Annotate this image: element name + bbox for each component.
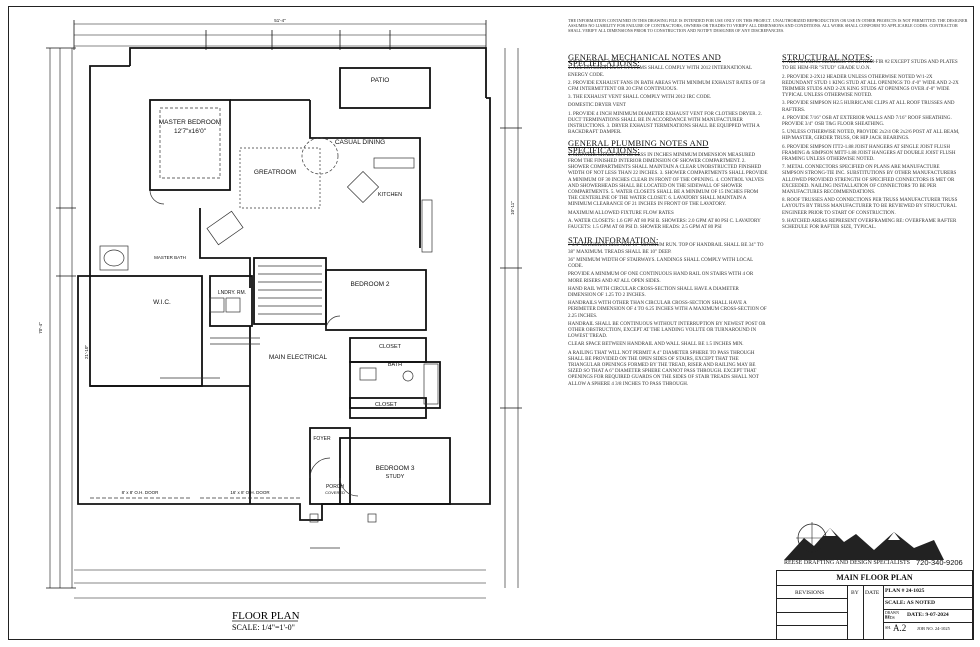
stair-note-7: CLEAR SPACE BETWEEN HANDRAIL AND WALL SH… bbox=[568, 342, 744, 348]
plan-scale: SCALE: 1/4"=1'-0" bbox=[232, 623, 295, 632]
stair-note-2: 36" MINIMUM WIDTH OF STAIRWAYS. LANDINGS… bbox=[568, 257, 753, 270]
label-master-bedroom: MASTER BEDROOM bbox=[159, 119, 221, 126]
label-master-bedroom-size: 12'7"x16'0" bbox=[174, 128, 207, 135]
struct-note-6: 6. PROVIDE SIMPSON ITT2-1.88 JOIST HANGE… bbox=[782, 144, 956, 163]
stair-info-title: STAIR INFORMATION: bbox=[568, 235, 659, 246]
dryer-vent-text: 1. PROVIDE 4 INCH MINIMUM DIAMETER EXHAU… bbox=[568, 111, 762, 136]
company-phone: 720-340-9206 bbox=[916, 558, 963, 567]
struct-note-8: 8. ROOF TRUSSES AND CONNECTIONS PER TRUS… bbox=[782, 198, 958, 216]
struct-note-1: 1. ALL FRAMING MEMBERS TO BE HEM-FIR #2 … bbox=[782, 60, 958, 72]
plan-info: PLAN # 24-1025 SCALE: AS NOTED DRAWN BY:… bbox=[883, 585, 972, 639]
notes-right-column: STRUCTURAL NOTES: 1. ALL FRAMING MEMBERS… bbox=[782, 52, 962, 233]
label-garage-door-left: 8' x 8' O.H. DOOR bbox=[122, 490, 159, 495]
sheet-number: A.2 bbox=[893, 623, 907, 633]
scale-note: SCALE: AS NOTED bbox=[885, 600, 936, 606]
struct-note-4: 4. PROVIDE 7/16" OSB AT EXTERIOR WALLS A… bbox=[782, 115, 952, 128]
label-porch: PORCH bbox=[326, 484, 344, 490]
dim-top-total: 51'-4" bbox=[274, 18, 286, 23]
mech-notes-title: GENERAL MECHANICAL NOTES AND SPECIFICATI… bbox=[568, 52, 722, 69]
title-table: MAIN FLOOR PLAN REVISIONS BY DATE PLAN #… bbox=[776, 570, 973, 640]
sheet-label: SH. bbox=[885, 625, 892, 630]
plan-number: PLAN # 24-1025 bbox=[885, 588, 925, 594]
label-laundry: LNDRY. RM. bbox=[218, 290, 246, 296]
mech-note-2: 2. PROVIDE EXHAUST FANS IN BATH AREAS WI… bbox=[568, 80, 766, 93]
flow-rates-text: A. WATER CLOSETS: 1.6 GPF AT 80 PSI B. S… bbox=[568, 218, 761, 231]
dim-garage-depth: 21'-10" bbox=[84, 345, 89, 359]
label-closet-1: CLOSET bbox=[379, 344, 402, 350]
mech-note-1: 1. ALL EXTERIOR DUCT SYSTEMS SHALL COMPL… bbox=[568, 66, 752, 78]
label-garage-door-right: 16' x 8' O.H. DOOR bbox=[230, 490, 270, 495]
date-value: DATE: 9-07-2024 bbox=[907, 612, 949, 618]
label-casual-dining: CASUAL DINING bbox=[335, 139, 385, 146]
label-wic: W.I.C. bbox=[153, 299, 171, 306]
label-bedroom3: BEDROOM 3 bbox=[375, 465, 414, 472]
plumbing-notes-text: 1. SHOWERS SHALL NOT BE LESS IN INCHES M… bbox=[568, 152, 768, 208]
dim-right-seg: 10'-11" bbox=[510, 201, 515, 215]
stair-note-6: HANDRAIL SHALL BE CONTINUOUS WITHOUT INT… bbox=[568, 321, 766, 340]
label-patio: PATIO bbox=[371, 77, 390, 84]
revisions-label: REVISIONS bbox=[795, 590, 825, 596]
stair-note-3: PROVIDE A MINIMUM OF ONE CONTINUOUS HAND… bbox=[568, 272, 754, 284]
revisions-column: REVISIONS bbox=[777, 585, 848, 639]
notes-left-column: GENERAL MECHANICAL NOTES AND SPECIFICATI… bbox=[568, 52, 768, 390]
sheet-border bbox=[8, 6, 974, 640]
struct-note-7: 7. METAL CONNECTORS SPECIFIED ON PLANS A… bbox=[782, 165, 957, 196]
label-porch-sub: COVERED bbox=[325, 490, 345, 495]
stair-note-5: HANDRAILS WITH OTHER THAN CIRCULAR CROSS… bbox=[568, 301, 767, 319]
label-closet-2: CLOSET bbox=[375, 402, 398, 408]
mech-note-3: 3. THE EXHAUST VENT SHALL COMPLY WITH 20… bbox=[568, 95, 712, 101]
company-name: REESE DRAFTING AND DESIGN SPECIALISTS bbox=[784, 560, 911, 566]
job-number: JOB NO. 24-1025 bbox=[917, 626, 950, 631]
company-logo bbox=[784, 522, 944, 560]
plumbing-notes-title: GENERAL PLUMBING NOTES AND SPECIFICATION… bbox=[568, 138, 709, 155]
disclaimer-text: THE INFORMATION CONTAINED IN THIS DRAWIN… bbox=[568, 18, 968, 33]
sheet-title: MAIN FLOOR PLAN bbox=[777, 571, 972, 586]
struct-note-5: 5. UNLESS OTHERWISE NOTED, PROVIDE 2x2/4… bbox=[782, 130, 960, 142]
label-master-bath: MASTER BATH bbox=[154, 255, 186, 260]
by-label: BY bbox=[851, 590, 859, 596]
plan-title: FLOOR PLAN bbox=[232, 610, 300, 622]
label-bath: BATH bbox=[388, 362, 402, 368]
struct-note-9: 9. HATCHED AREAS REPRESENT OVERFRAMING R… bbox=[782, 218, 957, 231]
dim-left-total: 70'-4" bbox=[38, 322, 43, 334]
date-col-label: DATE bbox=[865, 590, 880, 596]
struct-note-2: 2. PROVIDE 2-2X12 HEADER UNLESS OTHERWIS… bbox=[782, 74, 959, 99]
label-main-electrical: MAIN ELECTRICAL bbox=[269, 354, 328, 361]
stair-note-1: 7 3/4" MAXIMUM RISE AND 11" MINIMUM RUN.… bbox=[568, 243, 764, 255]
label-bedroom2: BEDROOM 2 bbox=[350, 281, 389, 288]
notes-area: THE INFORMATION CONTAINED IN THIS DRAWIN… bbox=[568, 18, 968, 618]
drawn-by-label: DRAWN BY: bbox=[885, 611, 900, 619]
stair-note-4: HAND RAIL WITH CIRCULAR CROSS-SECTION SH… bbox=[568, 286, 739, 298]
label-foyer: FOYER bbox=[313, 436, 331, 442]
dryer-vent-title: DOMESTIC DRYER VENT bbox=[568, 103, 626, 109]
floor-plan-drawing: PATIO MASTER BEDROOM 12'7"x16'0" CASUAL … bbox=[38, 18, 522, 632]
drawn-by-value: REDS bbox=[885, 616, 895, 620]
stair-note-8: A RAILING THAT WILL NOT PERMIT A 4" DIAM… bbox=[568, 350, 759, 387]
structural-notes-title: STRUCTURAL NOTES: bbox=[782, 52, 873, 62]
struct-note-3: 3. PROVIDE SIMPSON H2.5 HURRICANE CLIPS … bbox=[782, 101, 955, 113]
flow-rates-title: MAXIMUM ALLOWED FIXTURE FLOW RATES bbox=[568, 210, 674, 216]
title-block: REESE DRAFTING AND DESIGN SPECIALISTS 72… bbox=[776, 520, 973, 640]
label-kitchen: KITCHEN bbox=[378, 192, 402, 198]
label-greatroom: GREATROOM bbox=[254, 169, 296, 176]
label-bedroom3-sub: STUDY bbox=[386, 474, 405, 480]
